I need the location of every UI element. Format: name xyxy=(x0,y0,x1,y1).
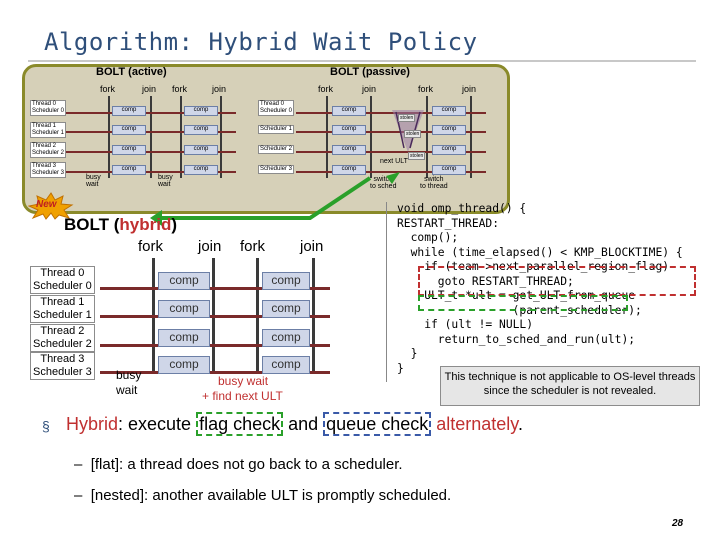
passive-row-2 xyxy=(296,151,486,153)
active-comp-box: comp xyxy=(112,145,146,155)
passive-row-3 xyxy=(296,171,486,173)
passive-join-label-2: join xyxy=(462,84,477,94)
queue-check-highlight xyxy=(418,295,628,311)
passive-fork-label-2: fork xyxy=(418,84,434,94)
active-fork-line-2 xyxy=(180,96,182,178)
active-comp-box: comp xyxy=(184,145,218,155)
passive-fork-line-2 xyxy=(426,96,428,178)
passive-fork-line-1 xyxy=(326,96,328,178)
passive-comp-box: comp xyxy=(432,165,466,175)
active-row-3 xyxy=(66,171,236,173)
active-busy-wait-2: busy wait xyxy=(158,174,173,188)
passive-join-label-1: join xyxy=(362,84,377,94)
passive-row-0 xyxy=(296,112,486,114)
bolt-hybrid-label: BOLT (hybrid) xyxy=(64,215,178,234)
active-row-2 xyxy=(66,151,236,153)
dash-marker-icon: – xyxy=(74,487,91,504)
active-comp-box: comp xyxy=(112,125,146,135)
next-ult-label: next ULT xyxy=(380,158,408,165)
active-join-line-1 xyxy=(150,96,152,178)
bullet-marker-icon: § xyxy=(42,418,50,434)
passive-comp-box: comp xyxy=(332,145,366,155)
active-comp-box: comp xyxy=(184,125,218,135)
active-comp-box: comp xyxy=(184,106,218,116)
hybrid-comp-box: comp xyxy=(262,272,310,290)
sub-bullet-flat: – [flat]: a thread does not go back to a… xyxy=(74,456,403,473)
active-thread-0-label: Thread 0 Scheduler 0 xyxy=(30,100,67,116)
slide-title: Algorithm: Hybrid Wait Policy xyxy=(44,28,478,56)
hybrid-fork-label-1: fork xyxy=(138,238,164,255)
active-busy-wait-1: busy wait xyxy=(86,174,101,188)
active-comp-box: comp xyxy=(184,165,218,175)
stolen-tag: stolen xyxy=(404,130,422,138)
active-fork-label-2: fork xyxy=(172,84,188,94)
hybrid-comp-box: comp xyxy=(262,356,310,374)
hybrid-comp-box: comp xyxy=(262,329,310,347)
hybrid-join-label-2: join xyxy=(300,238,324,255)
hybrid-row-3 xyxy=(100,371,330,374)
new-badge-text: New xyxy=(36,199,57,210)
new-badge-icon xyxy=(28,192,74,220)
passive-comp-box: comp xyxy=(432,145,466,155)
hybrid-comp-box: comp xyxy=(158,356,210,374)
active-thread-2-label: Thread 2 Scheduler 2 xyxy=(30,142,67,158)
passive-fork-label-1: fork xyxy=(318,84,334,94)
active-fork-line-1 xyxy=(108,96,110,178)
passive-scheduler-2-label: Scheduler 2 xyxy=(258,145,295,154)
passive-scheduler-1-label: Scheduler 1 xyxy=(258,125,295,134)
dash-marker-icon: – xyxy=(74,456,91,473)
hybrid-comp-box: comp xyxy=(262,300,310,318)
passive-comp-box: comp xyxy=(332,165,366,175)
hybrid-fork-label-2: fork xyxy=(240,238,266,255)
hybrid-row-1 xyxy=(100,315,330,318)
passive-comp-box: comp xyxy=(432,125,466,135)
page-number: 28 xyxy=(672,518,684,529)
active-thread-1-label: Thread 1 Scheduler 1 xyxy=(30,122,67,138)
passive-scheduler-3-label: Scheduler 3 xyxy=(258,165,295,174)
active-join-label-1: join xyxy=(142,84,157,94)
active-row-0 xyxy=(66,112,236,114)
stolen-tag: stolen xyxy=(408,152,426,160)
comparison-panel xyxy=(22,64,510,214)
passive-comp-box: comp xyxy=(432,106,466,116)
switch-to-sched-label: switch to sched xyxy=(370,176,397,190)
hybrid-busy-wait-find-label: busy wait xyxy=(218,374,269,388)
passive-row-1 xyxy=(296,131,486,133)
passive-thread-0-label: Thread 0 Scheduler 0 xyxy=(258,100,295,116)
hybrid-comp-box: comp xyxy=(158,300,210,318)
bolt-active-label: BOLT (active) xyxy=(96,66,167,78)
active-row-1 xyxy=(66,131,236,133)
green-transition-arrow-icon xyxy=(150,172,400,226)
flag-check-highlight xyxy=(418,266,696,296)
title-divider xyxy=(28,60,696,62)
passive-comp-box: comp xyxy=(332,106,366,116)
active-join-label-2: join xyxy=(212,84,227,94)
passive-join-line-2 xyxy=(470,96,472,178)
active-fork-label-1: fork xyxy=(100,84,116,94)
active-comp-box: comp xyxy=(112,106,146,116)
hybrid-join-label-1: join xyxy=(198,238,222,255)
os-thread-note: This technique is not applicable to OS-l… xyxy=(440,366,700,406)
active-comp-box: comp xyxy=(112,165,146,175)
hybrid-find-next-label: + find next ULT xyxy=(202,389,283,403)
hybrid-comp-box: comp xyxy=(158,329,210,347)
passive-join-line-1 xyxy=(370,96,372,178)
active-join-line-2 xyxy=(220,96,222,178)
passive-comp-box: comp xyxy=(332,125,366,135)
bolt-passive-label: BOLT (passive) xyxy=(330,66,410,78)
hybrid-row-2 xyxy=(100,344,330,347)
main-bullet: Hybrid: execute flag check and queue che… xyxy=(66,412,523,436)
stolen-tag: stolen xyxy=(398,114,416,122)
hybrid-busy-wait-label: busy wait xyxy=(116,368,142,397)
active-thread-3-label: Thread 3 Scheduler 3 xyxy=(30,162,67,178)
hybrid-comp-box: comp xyxy=(158,272,210,290)
sub-bullet-nested: – [nested]: another available ULT is pro… xyxy=(74,487,452,504)
hybrid-row-0 xyxy=(100,287,330,290)
switch-to-thread-label: switch to thread xyxy=(420,176,448,190)
